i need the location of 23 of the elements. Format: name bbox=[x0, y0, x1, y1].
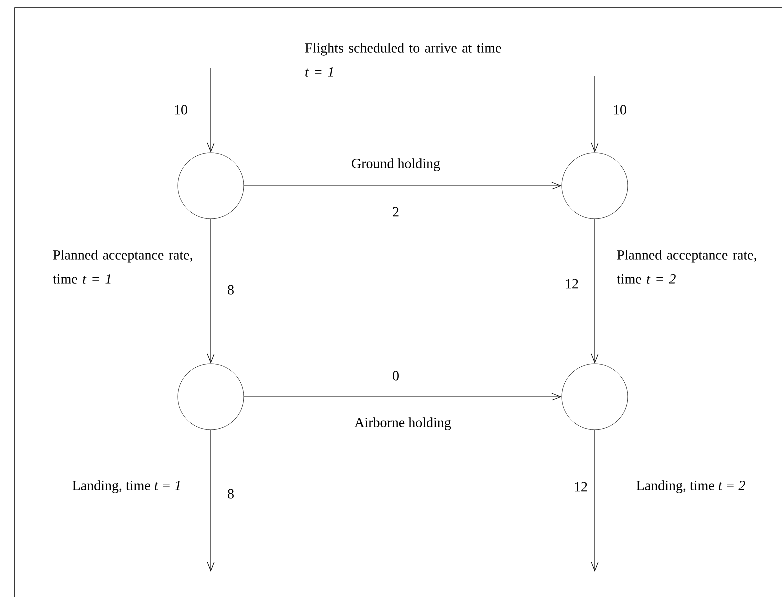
edge-label: 8 bbox=[226, 488, 236, 500]
edge-label: 0 bbox=[392, 370, 400, 382]
edge-label: 8 bbox=[226, 284, 236, 296]
edge-label: 10 bbox=[173, 104, 189, 116]
edge-label: 12 bbox=[564, 278, 580, 290]
arrow bbox=[207, 218, 215, 364]
text-label: Flights scheduled to arrive at time t = 1 bbox=[305, 43, 502, 77]
node-circle bbox=[562, 364, 628, 430]
arrow bbox=[207, 68, 215, 153]
node-circle bbox=[178, 152, 244, 220]
arrow bbox=[244, 182, 562, 190]
arrow bbox=[591, 430, 599, 572]
arrow bbox=[207, 430, 215, 572]
text-label: Airborne holding bbox=[354, 418, 452, 430]
edge-label: 2 bbox=[392, 206, 400, 218]
node-circle bbox=[178, 364, 244, 430]
edge-label: 10 bbox=[612, 104, 628, 116]
arrow bbox=[244, 393, 562, 401]
node-circle bbox=[562, 152, 628, 220]
arrow bbox=[591, 76, 599, 153]
edge-label: 12 bbox=[573, 481, 589, 493]
text-label: Ground holding bbox=[352, 158, 440, 172]
arrow bbox=[591, 218, 599, 364]
